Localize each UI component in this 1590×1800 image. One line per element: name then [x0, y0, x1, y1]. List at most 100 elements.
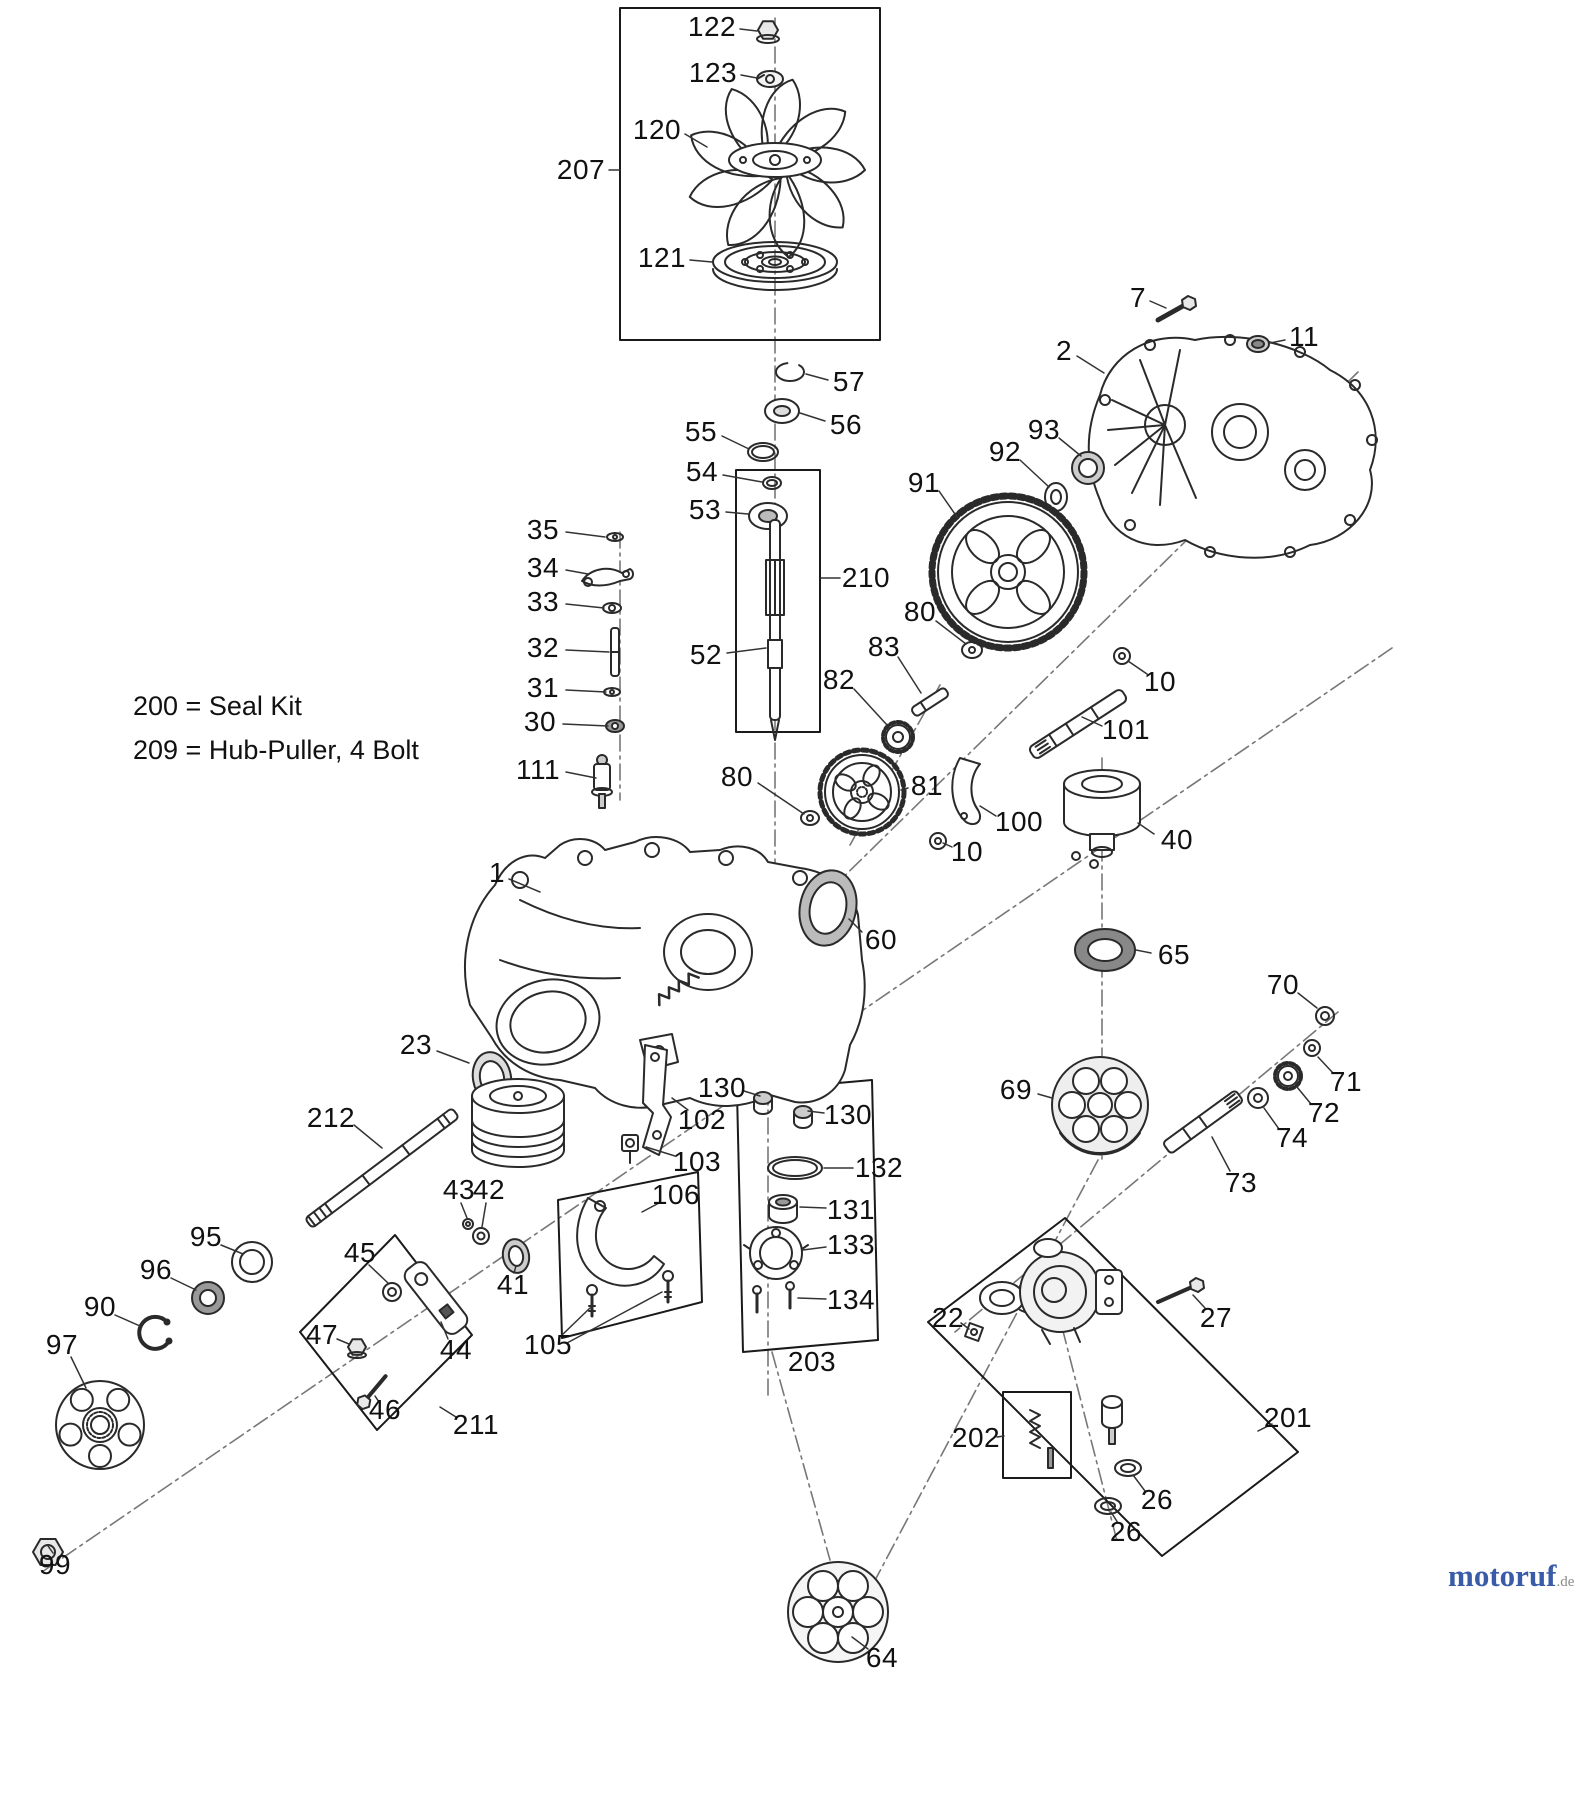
switch-111-drawing: [591, 754, 613, 809]
part-label-80: 80: [720, 761, 754, 792]
part-label-10: 10: [1143, 666, 1177, 697]
washer-74-drawing: [1247, 1087, 1269, 1109]
part-label-22: 22: [931, 1302, 965, 1333]
plug-130b-drawing: [793, 1105, 813, 1129]
part-label-47: 47: [305, 1319, 339, 1350]
part-label-212: 212: [306, 1102, 356, 1133]
ball-43-drawing: [462, 1218, 474, 1230]
lever-34-drawing: [581, 567, 634, 587]
bolt-46-drawing: [356, 1374, 388, 1411]
ring-60-drawing: [798, 869, 858, 947]
part-label-130: 130: [697, 1072, 747, 1103]
part-label-26: 26: [1140, 1484, 1174, 1515]
ering-33-drawing: [602, 602, 622, 614]
part-label-44: 44: [439, 1334, 473, 1365]
part-label-121: 121: [637, 242, 687, 273]
parts-artwork: [32, 20, 1378, 1663]
part-label-60: 60: [864, 924, 898, 955]
screw-105b-drawing: [662, 1270, 674, 1304]
part-label-210: 210: [841, 562, 891, 593]
part-label-52: 52: [689, 639, 723, 670]
part-label-99: 99: [38, 1549, 72, 1580]
part-label-11: 11: [1288, 321, 1320, 352]
canister-drawing: [471, 1078, 565, 1168]
bearing-53-drawing: [748, 502, 788, 530]
plug-11-drawing: [1246, 335, 1270, 353]
screw-105a-drawing: [586, 1284, 598, 1318]
cover-2-drawing: [1087, 334, 1378, 559]
part-label-202: 202: [951, 1422, 1001, 1453]
spring-202-drawing: [1029, 1409, 1041, 1449]
screws-134-drawing: [752, 1281, 795, 1314]
part-label-130: 130: [823, 1099, 873, 1130]
part-label-211: 211: [452, 1409, 500, 1440]
part-label-53: 53: [688, 494, 722, 525]
bolt-7-drawing: [1155, 295, 1197, 323]
guard-106-drawing: [576, 1197, 665, 1287]
arm-44-drawing: [403, 1261, 469, 1335]
part-label-1: 1: [488, 857, 506, 888]
watermark-tld: .de: [1556, 1574, 1575, 1590]
rod-32-drawing: [610, 627, 620, 677]
part-label-95: 95: [189, 1221, 223, 1252]
plate-133-drawing: [743, 1226, 809, 1280]
part-label-42: 42: [472, 1174, 506, 1205]
part-label-100: 100: [994, 806, 1044, 837]
legend: 200 = Seal Kit 209 = Hub-Puller, 4 Bolt: [133, 688, 419, 776]
oring-132-drawing: [767, 1156, 823, 1180]
part-label-96: 96: [139, 1254, 173, 1285]
part-label-34: 34: [526, 552, 560, 583]
part-label-92: 92: [988, 436, 1022, 467]
clamp-103-drawing: [621, 1134, 639, 1164]
watermark-logo: motoruf.de: [1448, 1558, 1574, 1594]
legend-line-209: 209 = Hub-Puller, 4 Bolt: [133, 734, 419, 765]
part-label-131: 131: [826, 1194, 876, 1225]
washer-70-drawing: [1315, 1006, 1335, 1026]
part-label-97: 97: [45, 1329, 79, 1360]
part-label-80: 80: [903, 596, 937, 627]
box-211: [299, 1234, 473, 1431]
part-label-203: 203: [787, 1346, 837, 1377]
pump-assembly-drawing: [979, 1238, 1123, 1345]
valve-drawing: [1101, 1395, 1123, 1445]
part-label-54: 54: [685, 456, 719, 487]
part-label-30: 30: [523, 706, 557, 737]
bolt-27-drawing: [1156, 1277, 1205, 1304]
oring-26a-drawing: [1114, 1459, 1142, 1477]
part-label-35: 35: [526, 514, 560, 545]
part-label-132: 132: [854, 1152, 904, 1183]
part-label-120: 120: [632, 114, 682, 145]
part-label-122: 122: [687, 11, 737, 42]
washer-80b-drawing: [800, 810, 820, 826]
part-label-83: 83: [867, 631, 901, 662]
part-label-26: 26: [1109, 1516, 1143, 1547]
part-label-207: 207: [556, 154, 606, 185]
part-label-105: 105: [523, 1329, 573, 1360]
box-105: [557, 1171, 703, 1339]
part-label-45: 45: [343, 1237, 377, 1268]
part-label-56: 56: [829, 409, 863, 440]
block-69-drawing: [1051, 1056, 1149, 1156]
axle-212-drawing: [305, 1108, 459, 1228]
part-label-134: 134: [826, 1284, 876, 1315]
brake-40-drawing: [1063, 769, 1141, 869]
nut-47-drawing: [347, 1338, 367, 1359]
washer-10b-drawing: [929, 832, 947, 850]
part-label-41: 41: [496, 1269, 530, 1300]
part-label-32: 32: [526, 632, 560, 663]
part-label-73: 73: [1224, 1167, 1258, 1198]
box-201: [927, 1217, 1299, 1557]
washer-45-drawing: [382, 1282, 402, 1302]
part-label-93: 93: [1027, 414, 1061, 445]
ring-54-drawing: [762, 476, 782, 490]
part-label-64: 64: [865, 1642, 899, 1673]
washer-71-drawing: [1303, 1039, 1321, 1057]
part-label-70: 70: [1266, 969, 1300, 1000]
shaft-52-drawing: [765, 519, 785, 741]
part-label-133: 133: [826, 1229, 876, 1260]
box-210: [735, 469, 821, 733]
part-label-55: 55: [684, 416, 718, 447]
part-label-57: 57: [832, 366, 866, 397]
shaft-73-drawing: [1163, 1090, 1243, 1154]
